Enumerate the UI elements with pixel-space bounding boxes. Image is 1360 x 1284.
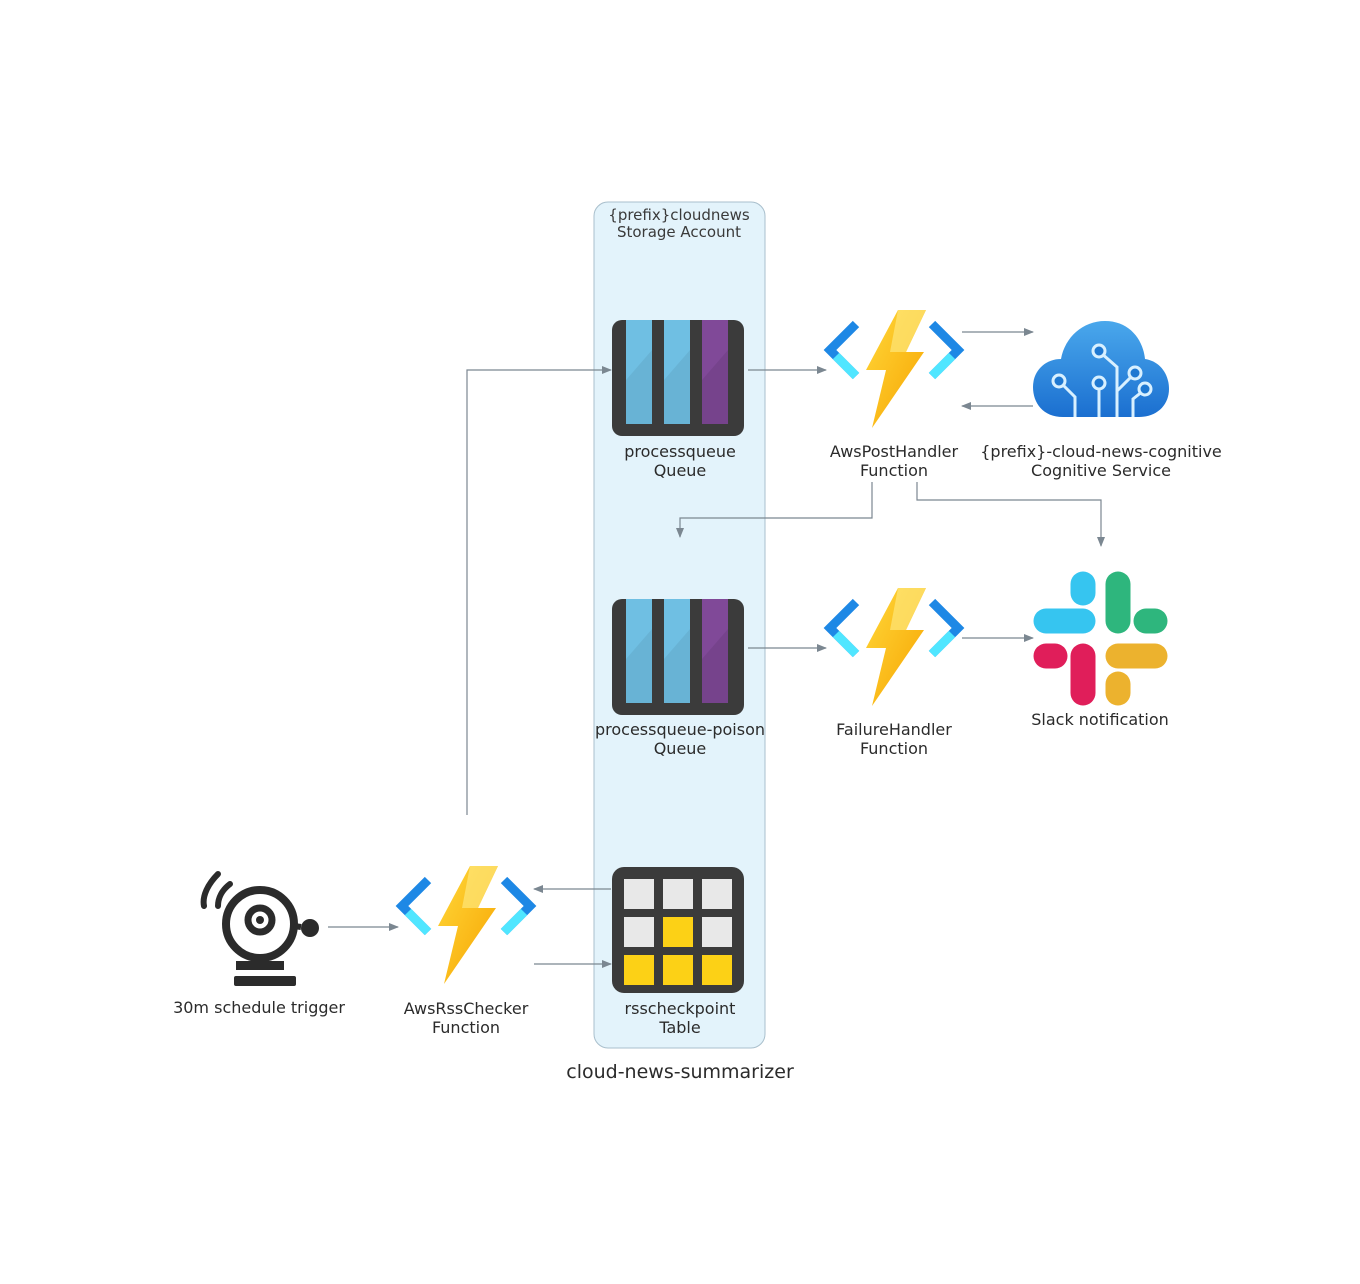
storage-account-name: {prefix}cloudnews [608, 206, 750, 224]
poison-queue-name: processqueue-poison [594, 720, 766, 739]
storage-queue-icon [612, 320, 744, 436]
cognitive-type: Cognitive Service [1031, 461, 1171, 480]
slack-label: Slack notification [1031, 710, 1169, 729]
checkpoint-table-name: rsscheckpoint [624, 999, 736, 1018]
azure-function-icon [830, 588, 958, 706]
azure-function-icon [402, 866, 530, 984]
cognitive-name: {prefix}-cloud-news-cognitive [980, 442, 1222, 461]
failure-handler-type: Function [859, 739, 929, 758]
edge-posthandler-to-poisonqueue [676, 482, 873, 538]
slack-icon [1033, 571, 1168, 706]
process-queue-label: processqueue Queue [624, 442, 736, 480]
azure-function-icon [830, 310, 958, 428]
edges [328, 328, 1105, 968]
post-handler-type: Function [859, 461, 929, 480]
trigger-label: 30m schedule trigger [173, 998, 345, 1017]
checkpoint-table-type: Table [659, 1018, 701, 1037]
cognitive-label: {prefix}-cloud-news-cognitive Cognitive … [980, 442, 1222, 480]
storage-table-icon [612, 867, 744, 993]
rss-checker-name: AwsRssChecker [403, 999, 529, 1018]
post-handler-name: AwsPostHandler [829, 442, 959, 461]
storage-account-label: {prefix}cloudnews Storage Account [608, 207, 749, 241]
alarm-bell-icon [200, 871, 319, 986]
trigger-name: 30m schedule trigger [173, 998, 345, 1017]
post-handler-label: AwsPostHandler Function [830, 442, 958, 480]
checkpoint-table-label: rsscheckpoint Table [625, 999, 736, 1037]
rss-checker-label: AwsRssChecker Function [404, 999, 529, 1037]
cognitive-service-cloud-icon [1033, 321, 1169, 417]
rss-checker-type: Function [431, 1018, 501, 1037]
failure-handler-label: FailureHandler Function [836, 720, 952, 758]
diagram-title: cloud-news-summarizer [566, 1061, 794, 1083]
edge-posthandler-to-slack [916, 482, 1105, 547]
process-queue-type: Queue [653, 461, 707, 480]
failure-handler-name: FailureHandler [836, 720, 952, 739]
storage-account-type: Storage Account [616, 223, 742, 241]
poison-queue-label: processqueue-poison Queue [595, 720, 765, 758]
slack-name: Slack notification [1031, 710, 1169, 729]
poison-queue-type: Queue [653, 739, 707, 758]
storage-queue-icon [612, 599, 744, 715]
edge-rsschecker-to-processqueue [466, 366, 612, 815]
process-queue-name: processqueue [624, 442, 736, 461]
